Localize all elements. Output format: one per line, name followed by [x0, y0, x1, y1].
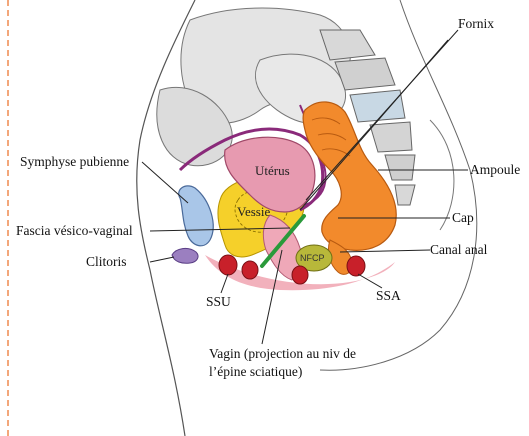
sacrum [319, 29, 455, 231]
label-fornix: Fornix [458, 16, 494, 31]
ssa-sphincter [291, 265, 309, 285]
dashed-border [7, 0, 9, 436]
leader-canal [339, 249, 431, 253]
leader-ssu [220, 273, 229, 294]
vessie-label: Vessie [237, 204, 270, 219]
label-clitoris: Clitoris [86, 254, 127, 269]
buttock-outline [319, 0, 478, 371]
vaginal-wall [262, 214, 303, 281]
uterus-label: Utérus [255, 163, 290, 178]
clitoris-shape [171, 247, 199, 264]
leader-fornix-2 [299, 39, 449, 211]
uterus-outline [178, 127, 325, 212]
label-canal-anal: Canal anal [430, 242, 488, 257]
ssa-sphincter [346, 255, 366, 277]
rectum-fold [311, 117, 341, 125]
label-ampoule: Ampoule [470, 162, 520, 177]
label-fascia: Fascia vésico-vaginal [16, 223, 133, 238]
ssu-sphincter [218, 254, 238, 276]
label-vagin-line2: l’épine sciatique) [209, 364, 302, 379]
label-ssu: SSU [206, 294, 231, 309]
nfcp-label: NFCP [300, 253, 325, 263]
rectum-fold [317, 133, 347, 141]
label-ssa: SSA [376, 288, 401, 303]
body-outline [136, 0, 196, 436]
label-symphyse: Symphyse pubienne [20, 154, 129, 169]
uterus-shape [224, 136, 316, 213]
pubic-symphysis [178, 185, 214, 247]
perineum [205, 255, 395, 291]
leader-symphyse [141, 161, 189, 204]
leader-fascia [149, 227, 291, 232]
leader-ssa [357, 273, 383, 289]
vagina-line [260, 214, 306, 268]
label-cap: Cap [452, 210, 474, 225]
leader-lines [141, 29, 468, 345]
ssu-sphincter [241, 260, 259, 280]
nfcp-shape [295, 244, 333, 272]
leader-clitoris [149, 256, 175, 263]
label-vagin-line1: Vagin (projection au niv de [209, 346, 356, 361]
leader-vagin [261, 249, 283, 345]
